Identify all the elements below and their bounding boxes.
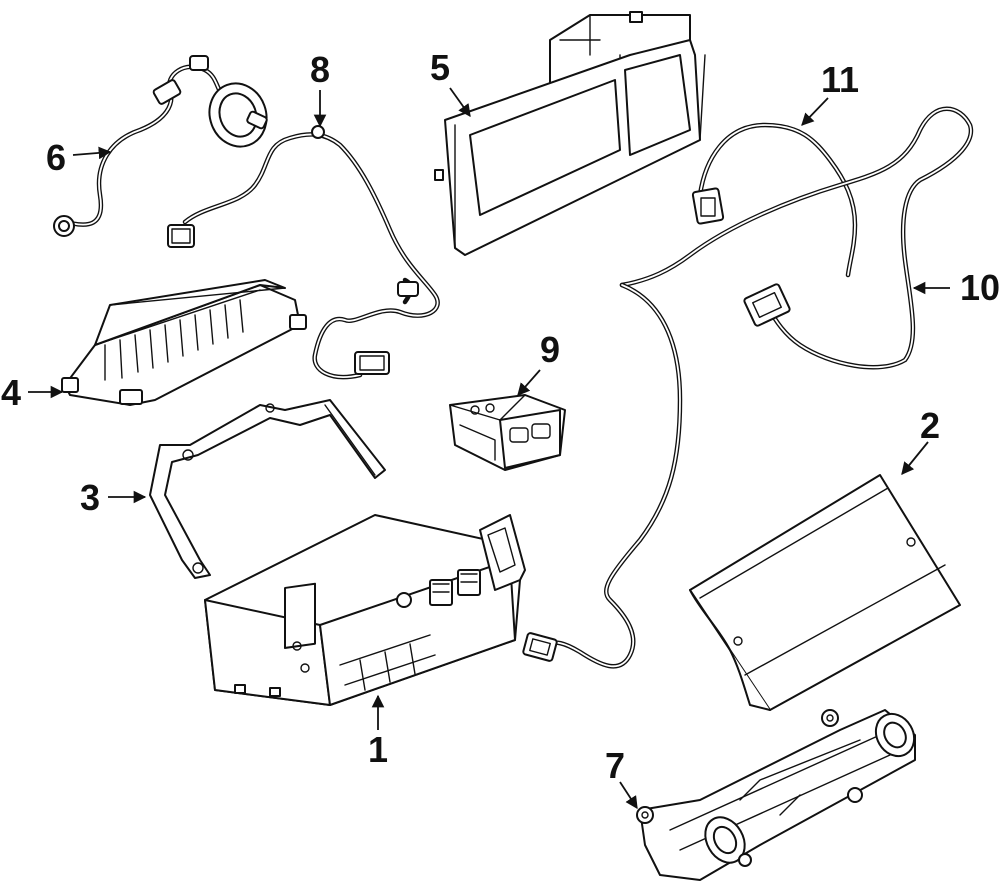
harness-8-drawing (167, 125, 440, 380)
callout-11: 11 (801, 59, 859, 126)
callout-7: 7 (605, 745, 638, 810)
callout-10-label: 10 (960, 267, 1000, 308)
callout-3: 3 (80, 477, 147, 518)
callout-6-label: 6 (46, 137, 66, 178)
bracket-3-drawing (149, 399, 386, 579)
control-panel-7-drawing (636, 709, 916, 881)
callout-1: 1 (368, 694, 388, 770)
switch-9-drawing (449, 394, 566, 471)
panel-2-drawing (689, 474, 961, 711)
callout-3-label: 3 (80, 477, 100, 518)
callout-11-label: 11 (821, 59, 859, 100)
amplifier-4-drawing (61, 279, 307, 406)
callout-2: 2 (901, 405, 940, 475)
callout-5: 5 (430, 47, 471, 118)
callout-4-label: 4 (1, 372, 21, 413)
callout-10: 10 (912, 267, 1000, 308)
bezel-5-drawing (434, 11, 706, 256)
callout-2-label: 2 (920, 405, 940, 446)
callout-6: 6 (46, 137, 112, 178)
radio-1-drawing (204, 514, 526, 706)
callout-5-label: 5 (430, 47, 450, 88)
callout-1-label: 1 (368, 729, 388, 770)
callout-9: 9 (517, 329, 560, 396)
harness-6-drawing (53, 55, 268, 237)
callout-8: 8 (310, 49, 330, 128)
callout-9-label: 9 (540, 329, 560, 370)
callout-4: 4 (1, 372, 64, 413)
cable-10-11-drawing (522, 106, 974, 669)
callout-8-label: 8 (310, 49, 330, 90)
callout-7-label: 7 (605, 745, 625, 786)
